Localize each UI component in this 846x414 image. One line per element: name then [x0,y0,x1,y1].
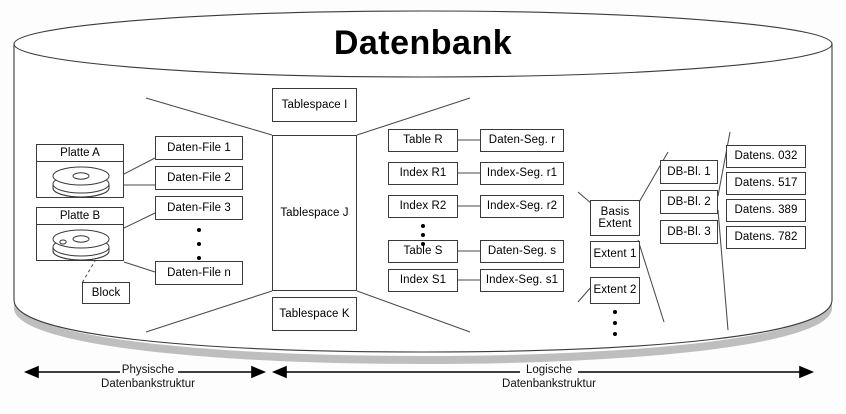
segment-daten-r[interactable]: Daten-Seg. r [480,129,564,152]
tablespace-k[interactable]: Tablespace K [272,297,357,331]
data-file-1[interactable]: Daten-File 1 [155,136,243,160]
data-file-3[interactable]: Daten-File 3 [155,196,243,220]
object-index-r2-label: Index R2 [399,200,447,213]
segment-index-r1[interactable]: Index-Seg. r1 [480,162,564,185]
axis-physical-label: Physische Datenbankstruktur [101,364,195,391]
objects-ellipsis [419,224,427,246]
axis-logical-label: Logische Datenbankstruktur [502,364,596,391]
db-block-1-label: DB-Bl. 1 [667,165,711,178]
record-517[interactable]: Datens. 517 [726,172,806,195]
tablespace-j-label: Tablespace J [280,206,349,219]
record-782[interactable]: Datens. 782 [726,226,806,249]
extent-basis[interactable]: Basis Extent [590,200,640,236]
db-block-3[interactable]: DB-Bl. 3 [660,220,718,244]
disk-platte-a-glyph [37,162,123,198]
extent-basis-label: Basis Extent [598,205,632,230]
block-label: Block [91,286,121,299]
cylinder-top [13,10,833,78]
object-table-r-label: Table R [403,134,443,147]
data-file-3-label: Daten-File 3 [167,201,231,214]
db-block-2-label: DB-Bl. 2 [667,195,711,208]
object-index-r1[interactable]: Index R1 [388,162,458,185]
object-table-s-label: Table S [403,245,443,258]
record-782-label: Datens. 782 [734,231,798,244]
block-box[interactable]: Block [82,282,130,304]
object-index-r1-label: Index R1 [399,167,447,180]
tablespace-i-label: Tablespace I [281,98,348,111]
segment-index-r2[interactable]: Index-Seg. r2 [480,195,564,218]
scope-arrows [23,365,815,379]
object-table-s[interactable]: Table S [388,240,458,263]
segment-index-r2-label: Index-Seg. r2 [486,200,558,213]
db-block-3-label: DB-Bl. 3 [667,225,711,238]
tablespace-k-label: Tablespace K [279,307,350,320]
segment-index-r1-label: Index-Seg. r1 [486,167,558,180]
record-517-label: Datens. 517 [734,177,798,190]
object-table-r[interactable]: Table R [388,129,458,152]
tablespace-j[interactable]: Tablespace J [272,135,357,291]
record-389-label: Datens. 389 [734,204,798,217]
segment-daten-s-label: Daten-Seg. s [487,245,557,258]
segment-index-s1[interactable]: Index-Seg. s1 [480,269,564,292]
object-index-s1[interactable]: Index S1 [388,269,458,292]
disk-platte-b[interactable]: Platte B [36,207,124,261]
extent-2-label: Extent 2 [593,284,637,297]
disk-platte-a[interactable]: Platte A [36,144,124,198]
data-file-2[interactable]: Daten-File 2 [155,166,243,190]
disk-platte-b-label: Platte B [37,208,123,225]
db-block-1[interactable]: DB-Bl. 1 [660,160,718,184]
disk-platte-a-label: Platte A [37,145,123,162]
page-title: Datenbank [333,24,513,62]
data-file-n-label: Daten-File n [167,266,231,279]
segment-index-s1-label: Index-Seg. s1 [485,274,559,287]
disk-platte-b-glyph [37,225,123,261]
record-032[interactable]: Datens. 032 [726,145,806,168]
db-block-2[interactable]: DB-Bl. 2 [660,190,718,214]
extent-1[interactable]: Extent 1 [590,241,640,268]
segment-daten-r-label: Daten-Seg. r [488,134,556,147]
segment-daten-s[interactable]: Daten-Seg. s [480,240,564,263]
tablespace-i[interactable]: Tablespace I [272,88,357,122]
data-file-2-label: Daten-File 2 [167,171,231,184]
extents-ellipsis [611,310,619,336]
data-file-1-label: Daten-File 1 [167,141,231,154]
record-032-label: Datens. 032 [734,150,798,163]
data-files-ellipsis [195,228,203,260]
record-389[interactable]: Datens. 389 [726,199,806,222]
extent-2[interactable]: Extent 2 [590,277,640,304]
extent-1-label: Extent 1 [593,248,637,261]
data-file-n[interactable]: Daten-File n [155,261,243,285]
object-index-s1-label: Index S1 [399,274,447,287]
object-index-r2[interactable]: Index R2 [388,195,458,218]
